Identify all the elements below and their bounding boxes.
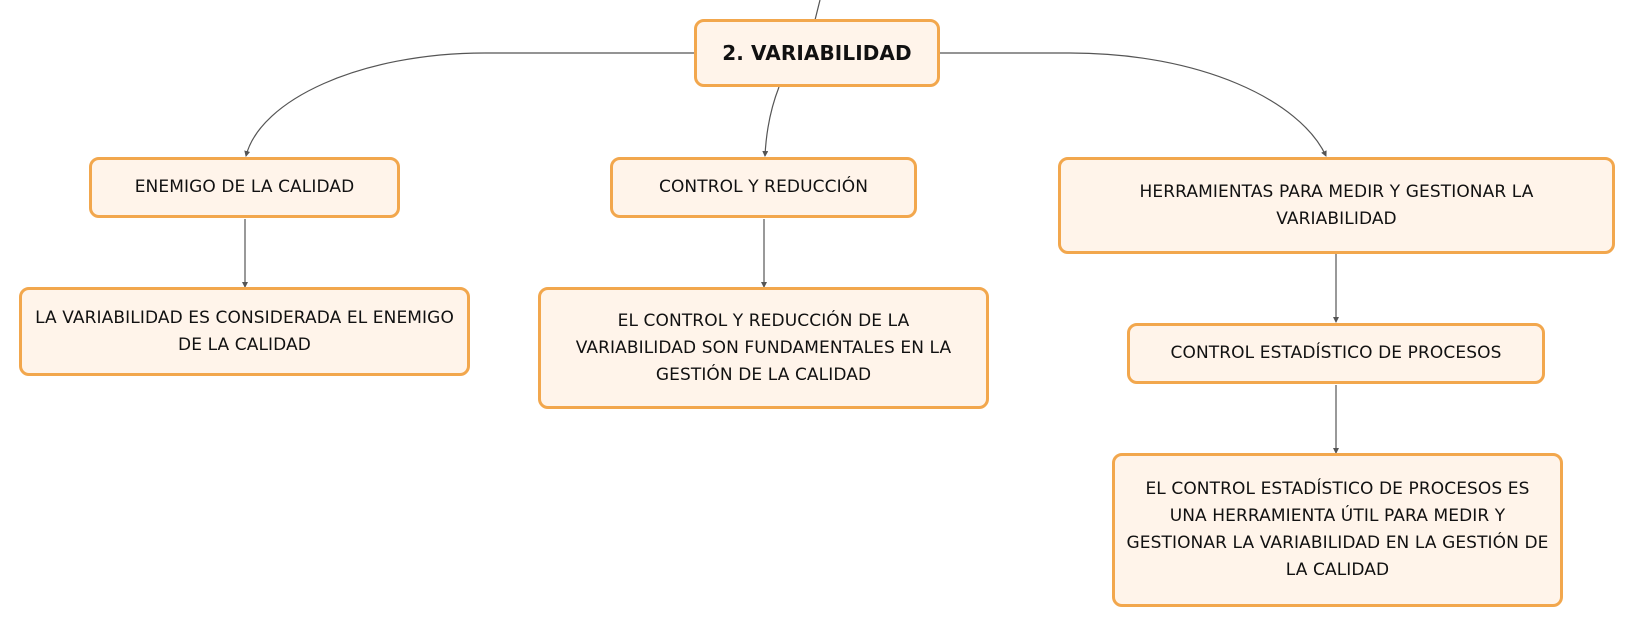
node-control-estadistico[interactable]: CONTROL ESTADÍSTICO DE PROCESOS — [1127, 323, 1545, 384]
node-control-estadistico-detail-text: EL CONTROL ESTADÍSTICO DE PROCESOS ES UN… — [1126, 479, 1549, 580]
root-node[interactable]: 2. VARIABILIDAD — [694, 19, 940, 87]
root-node-label: 2. VARIABILIDAD — [722, 40, 912, 65]
node-control-detail-text: EL CONTROL Y REDUCCIÓN DE LA VARIABILIDA… — [575, 310, 952, 385]
node-enemigo-detail-text: LA VARIABILIDAD ES CONSIDERADA EL ENEMIG… — [35, 307, 454, 355]
node-control-y-reduccion[interactable]: CONTROL Y REDUCCIÓN — [610, 157, 917, 218]
connector-root-to-herramientas — [940, 52, 1327, 157]
connector-root-to-control — [762, 86, 780, 157]
node-enemigo-de-la-calidad[interactable]: ENEMIGO DE LA CALIDAD — [89, 157, 400, 218]
node-control-label: CONTROL Y REDUCCIÓN — [658, 177, 869, 197]
connector-root-to-enemigo — [244, 52, 695, 157]
node-enemigo-label: ENEMIGO DE LA CALIDAD — [134, 177, 355, 197]
node-herramientas[interactable]: HERRAMIENTAS PARA MEDIR Y GESTIONAR LA V… — [1058, 157, 1615, 254]
connector-incoming — [814, 0, 821, 21]
node-control-estadistico-label: CONTROL ESTADÍSTICO DE PROCESOS — [1170, 343, 1502, 363]
node-enemigo-detail[interactable]: LA VARIABILIDAD ES CONSIDERADA EL ENEMIG… — [19, 287, 470, 376]
node-control-estadistico-detail[interactable]: EL CONTROL ESTADÍSTICO DE PROCESOS ES UN… — [1112, 453, 1563, 607]
node-control-detail[interactable]: EL CONTROL Y REDUCCIÓN DE LA VARIABILIDA… — [538, 287, 989, 409]
node-herramientas-label: HERRAMIENTAS PARA MEDIR Y GESTIONAR LA V… — [1139, 181, 1534, 229]
